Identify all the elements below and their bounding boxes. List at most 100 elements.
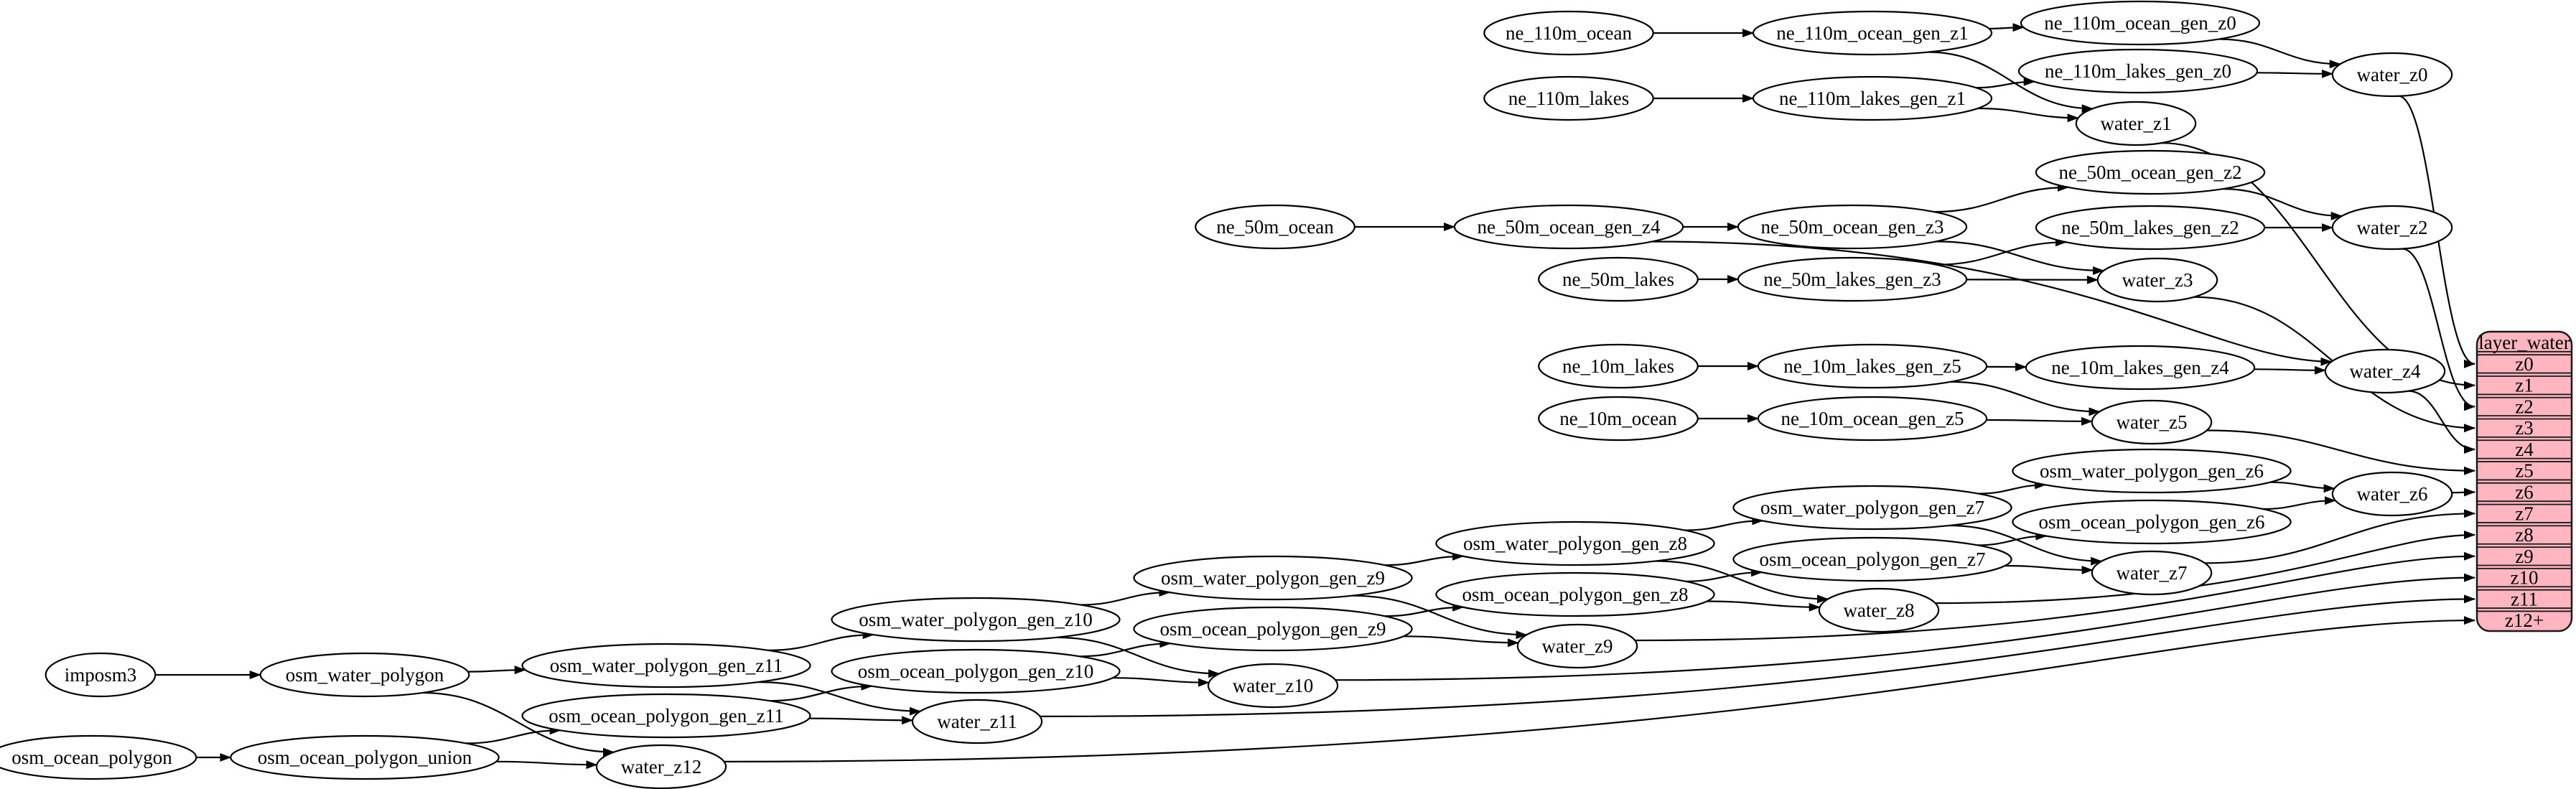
node-label-water_z8: water_z8 <box>1844 599 1915 621</box>
node-shape-ne_10m_lakes_gen_z5 <box>1757 343 1988 389</box>
edge-osm_water_polygon_gen_z11--osm_water_polygon_gen_z10 <box>768 630 874 651</box>
edge-ne_110m_lakes_gen_z0--water_z0 <box>2257 69 2333 78</box>
node-shape-ne_50m_lakes <box>1538 256 1699 302</box>
node-ne_110m_ocean_gen_z0: ne_110m_ocean_gen_z0 <box>2020 0 2261 46</box>
node-shape-ne_110m_lakes <box>1483 75 1654 121</box>
node-shape-osm_ocean_polygon_gen_z9 <box>1133 606 1413 652</box>
node-shape-osm_ocean_polygon_gen_z8 <box>1435 571 1715 617</box>
edge-ne_50m_ocean_gen_z3--water_z3 <box>1936 241 2105 275</box>
layer-water-table: layer_waterz0z1z2z3z4z5z6z7z8z9z10z11z12… <box>2475 330 2573 632</box>
node-osm_water_polygon_gen_z8: osm_water_polygon_gen_z8 <box>1435 520 1715 566</box>
node-water_z1: water_z1 <box>2075 101 2197 146</box>
node-shape-ne_10m_ocean_gen_z5 <box>1757 396 1988 442</box>
table-row-layer_water-z10: z10 <box>2511 567 2539 589</box>
node-label-osm_ocean_polygon_gen_z9: osm_ocean_polygon_gen_z9 <box>1160 618 1386 640</box>
node-label-ne_10m_ocean: ne_10m_ocean <box>1559 408 1677 429</box>
node-label-osm_water_polygon_gen_z6: osm_water_polygon_gen_z6 <box>2040 460 2264 482</box>
node-label-ne_50m_ocean_gen_z4: ne_50m_ocean_gen_z4 <box>1478 216 1661 238</box>
node-ne_110m_ocean: ne_110m_ocean <box>1483 10 1654 56</box>
node-label-water_z3: water_z3 <box>2122 269 2193 291</box>
node-shape-osm_ocean_polygon_union <box>230 734 500 780</box>
edge-water_z4--layer_water-z4 <box>2408 390 2475 454</box>
node-osm_water_polygon_gen_z10: osm_water_polygon_gen_z10 <box>831 597 1121 643</box>
table-row-layer_water-z2: z2 <box>2515 396 2533 417</box>
node-label-osm_water_polygon_gen_z10: osm_water_polygon_gen_z10 <box>859 609 1092 630</box>
node-shape-water_z10 <box>1207 663 1339 709</box>
node-shape-water_z4 <box>2324 348 2446 394</box>
node-shape-osm_water_polygon_gen_z10 <box>831 597 1121 643</box>
node-label-ne_50m_lakes_gen_z2: ne_50m_lakes_gen_z2 <box>2061 217 2239 238</box>
edge-osm_water_polygon_gen_z8--osm_water_polygon_gen_z7 <box>1684 516 1764 531</box>
node-water_z2: water_z2 <box>2331 205 2453 251</box>
node-label-ne_110m_ocean_gen_z1: ne_110m_ocean_gen_z1 <box>1776 22 1968 44</box>
node-label-ne_110m_ocean_gen_z0: ne_110m_ocean_gen_z0 <box>2044 12 2236 34</box>
node-label-osm_water_polygon_gen_z7: osm_water_polygon_gen_z7 <box>1760 497 1984 518</box>
node-shape-water_z7 <box>2091 550 2213 596</box>
node-osm_ocean_polygon_gen_z7: osm_ocean_polygon_gen_z7 <box>1732 536 2012 582</box>
nodes-layer: ne_110m_ocean ne_110m_ocean_gen_z1 ne_110m… <box>0 0 2453 789</box>
node-osm_ocean_polygon_union: osm_ocean_polygon_union <box>230 734 500 780</box>
edge-osm_water_polygon_gen_z9--water_z9 <box>1352 594 1528 640</box>
edge-water_z9--layer_water-z9 <box>1635 551 2475 642</box>
node-water_z10: water_z10 <box>1207 663 1339 709</box>
node-ne_50m_ocean_gen_z4: ne_50m_ocean_gen_z4 <box>1453 204 1684 250</box>
node-label-water_z12: water_z12 <box>621 756 701 778</box>
node-ne_110m_lakes_gen_z1: ne_110m_lakes_gen_z1 <box>1752 75 1993 121</box>
node-water_z6: water_z6 <box>2331 471 2453 517</box>
node-water_z8: water_z8 <box>1818 587 1940 633</box>
node-water_z5: water_z5 <box>2091 399 2213 445</box>
node-water_z11: water_z11 <box>911 699 1043 744</box>
node-imposm3: imposm3 <box>45 652 157 698</box>
node-label-osm_ocean_polygon_union: osm_ocean_polygon_union <box>258 747 472 768</box>
node-water_z12: water_z12 <box>595 744 727 789</box>
node-shape-osm_ocean_polygon_gen_z7 <box>1732 536 2012 582</box>
node-shape-osm_water_polygon <box>259 652 470 698</box>
node-label-ne_50m_ocean_gen_z2: ne_50m_ocean_gen_z2 <box>2059 162 2242 183</box>
node-ne_10m_lakes_gen_z5: ne_10m_lakes_gen_z5 <box>1757 343 1988 389</box>
node-shape-osm_water_polygon_gen_z6 <box>2012 448 2292 494</box>
node-shape-water_z5 <box>2091 399 2213 445</box>
edge-ne_10m_ocean_gen_z5--water_z5 <box>1986 416 2093 426</box>
node-osm_water_polygon: osm_water_polygon <box>259 652 470 698</box>
node-label-ne_110m_ocean: ne_110m_ocean <box>1506 22 1632 44</box>
node-label-ne_50m_lakes: ne_50m_lakes <box>1562 269 1674 290</box>
node-ne_10m_lakes_gen_z4: ne_10m_lakes_gen_z4 <box>2025 345 2256 391</box>
edge-ne_110m_lakes_gen_z1--water_z1 <box>1977 107 2079 123</box>
node-ne_110m_ocean_gen_z1: ne_110m_ocean_gen_z1 <box>1752 10 1993 56</box>
node-osm_ocean_polygon_gen_z8: osm_ocean_polygon_gen_z8 <box>1435 571 1715 617</box>
node-label-ne_10m_ocean_gen_z5: ne_10m_ocean_gen_z5 <box>1781 408 1964 429</box>
node-label-water_z2: water_z2 <box>2357 217 2428 238</box>
node-osm_ocean_polygon_gen_z10: osm_ocean_polygon_gen_z10 <box>831 648 1121 694</box>
edge-water_z2--layer_water-z2 <box>2402 248 2475 411</box>
node-label-osm_water_polygon_gen_z8: osm_water_polygon_gen_z8 <box>1463 533 1687 554</box>
edge-osm_ocean_polygon_gen_z11--water_z11 <box>808 716 913 725</box>
node-ne_110m_lakes: ne_110m_lakes <box>1483 75 1654 121</box>
node-shape-water_z11 <box>911 699 1043 744</box>
edge-osm_water_polygon_gen_z10--osm_water_polygon_gen_z9 <box>1081 588 1171 606</box>
node-label-water_z7: water_z7 <box>2117 562 2188 584</box>
layer-water-table-frame <box>2475 330 2573 632</box>
edge-osm_ocean_polygon_gen_z9--water_z9 <box>1403 635 1519 648</box>
edge-water_z6--layer_water-z6 <box>2452 487 2475 497</box>
node-shape-water_z6 <box>2331 471 2453 517</box>
edge-osm_ocean_polygon_gen_z8--water_z8 <box>1707 600 1821 612</box>
node-label-osm_water_polygon_gen_z11: osm_water_polygon_gen_z11 <box>550 655 783 676</box>
node-shape-ne_50m_lakes_gen_z2 <box>2035 205 2266 251</box>
node-shape-ne_110m_lakes_gen_z0 <box>2017 48 2259 94</box>
table-row-layer_water-z7: z7 <box>2515 503 2533 524</box>
node-shape-water_z9 <box>1516 623 1638 669</box>
node-label-ne_50m_lakes_gen_z3: ne_50m_lakes_gen_z3 <box>1763 269 1941 290</box>
node-label-osm_ocean_polygon_gen_z8: osm_ocean_polygon_gen_z8 <box>1462 584 1689 605</box>
edge-osm_ocean_polygon_gen_z8--osm_ocean_polygon_gen_z7 <box>1685 568 1763 582</box>
edge-ne_110m_ocean_gen_z1--water_z1 <box>1928 51 2094 113</box>
edge-ne_50m_ocean_gen_z2--water_z2 <box>2223 188 2343 220</box>
table-row-layer_water-z4: z4 <box>2515 439 2534 460</box>
node-shape-ne_50m_ocean_gen_z2 <box>2035 149 2266 195</box>
node-label-water_z0: water_z0 <box>2357 64 2428 85</box>
node-shape-osm_ocean_polygon_gen_z6 <box>2012 499 2292 545</box>
node-shape-osm_ocean_polygon_gen_z11 <box>521 693 811 739</box>
node-shape-ne_50m_ocean_gen_z3 <box>1737 204 1968 250</box>
table-row-layer_water-z8: z8 <box>2515 524 2533 546</box>
node-label-osm_ocean_polygon_gen_z7: osm_ocean_polygon_gen_z7 <box>1760 548 1986 570</box>
